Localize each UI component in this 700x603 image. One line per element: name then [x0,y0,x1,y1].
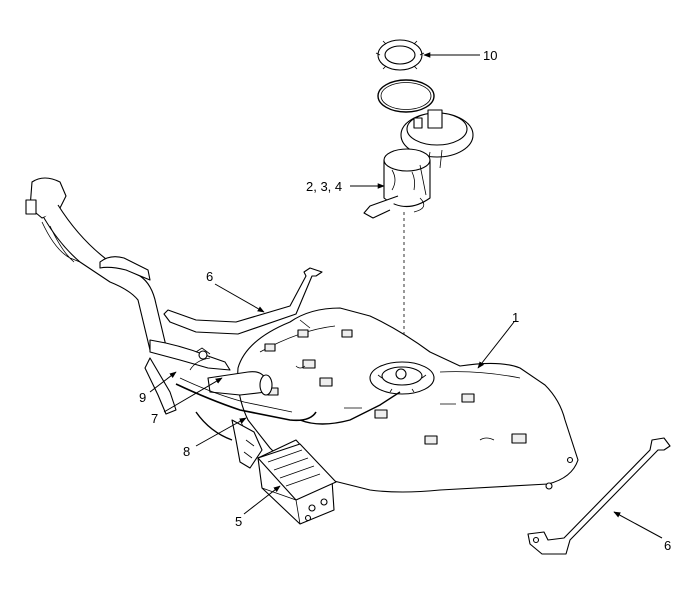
callout-7: 7 [151,411,158,426]
callout-6-strap-lower: 6 [664,538,671,553]
canister [231,419,337,525]
gasket-o-ring [377,79,435,113]
tank-strap-lower [527,437,671,555]
fuel-pump-module [363,109,474,219]
fuel-tank [237,307,579,493]
callout-6-strap-upper: 6 [206,269,213,284]
callout-2-3-4: 2, 3, 4 [306,179,342,194]
tank-strap-upper [163,267,323,335]
callout-5: 5 [235,514,242,529]
leader-lines [149,52,663,539]
lock-ring [375,39,425,71]
callout-8: 8 [183,444,190,459]
filler-neck [25,177,401,449]
callout-10: 10 [483,48,497,63]
callout-9: 9 [139,390,146,405]
callout-1: 1 [512,310,519,325]
